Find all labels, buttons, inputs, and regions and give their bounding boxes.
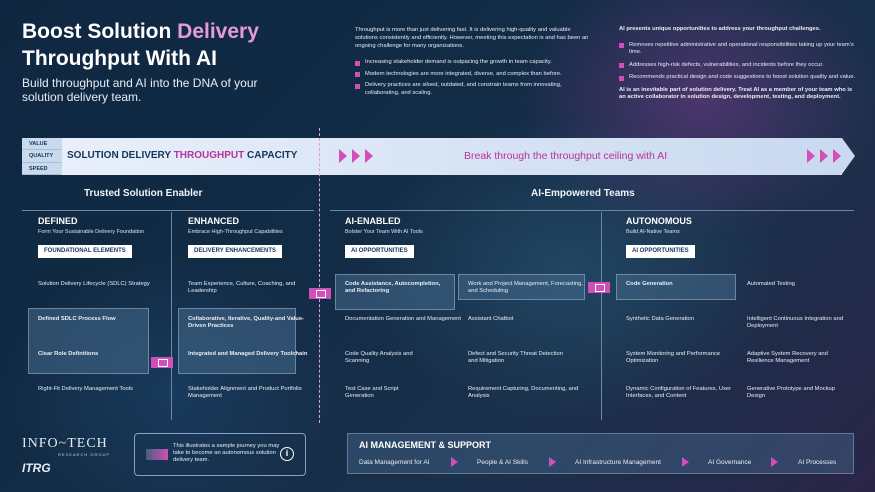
list-item: Stakeholder Alignment and Product Portfo… — [188, 386, 302, 399]
mgmt-item: Data Management for AI — [359, 459, 430, 466]
chevron-right-icon — [365, 149, 373, 163]
note-text: This illustrates a sample journey you ma… — [173, 443, 280, 463]
column-subtitle: Form Your Sustainable Delivery Foundatio… — [38, 229, 145, 235]
column-subtitle: Build AI-Native Teams — [626, 229, 680, 235]
chevron-right-icon — [771, 457, 778, 467]
list-item: Generative Prototype and Mockup Design — [747, 386, 835, 399]
arrow-icon — [146, 449, 168, 460]
highlight-box — [178, 308, 296, 374]
band-title: SOLUTION DELIVERY THROUGHPUT CAPACITY — [67, 150, 298, 161]
list-item: Recommends practical design and code sug… — [619, 74, 859, 82]
challenge-list: Increasing stakeholder demand is outpaci… — [355, 59, 590, 101]
band-label-value: VALUE — [22, 138, 62, 151]
page-subtitle: Build throughput and AI into the DNA of … — [22, 76, 258, 104]
section-heading-left: Trusted Solution Enabler — [84, 188, 203, 199]
list-item: Delivery practices are siloed, outdated,… — [355, 82, 590, 97]
band-label-speed: SPEED — [22, 162, 62, 175]
list-item: Code Generation — [626, 281, 673, 287]
list-item: Defined SDLC Process Flow — [38, 316, 116, 322]
ai-closing: AI is an inevitable part of solution del… — [619, 86, 853, 101]
list-item: Code Quality Analysis and Scanning — [345, 351, 413, 364]
highlight-box — [616, 274, 736, 300]
list-item: Assistant Chatbot — [468, 316, 514, 322]
info-icon[interactable]: i — [280, 447, 294, 461]
band-right-text: Break through the throughput ceiling wit… — [464, 150, 668, 162]
divider — [330, 210, 854, 211]
column-pill: AI OPPORTUNITIES — [345, 245, 414, 258]
mgmt-item: AI Infrastructure Management — [575, 459, 661, 466]
column-pill: AI OPPORTUNITIES — [626, 245, 695, 258]
column-title-defined: DEFINED — [38, 216, 78, 226]
list-item: Right-Fit Delivery Management Tools — [38, 386, 133, 392]
ai-management-title: AI MANAGEMENT & SUPPORT — [359, 440, 492, 450]
band-arrow-tip — [842, 138, 855, 174]
column-title-enhanced: ENHANCED — [188, 216, 240, 226]
list-item: Defect and Security Threat Detection and… — [468, 351, 563, 364]
mgmt-item: AI Processes — [798, 459, 837, 466]
ai-management-panel — [347, 433, 854, 474]
section-heading-right: AI-Empowered Teams — [531, 188, 635, 199]
list-item: Work and Project Management, Forecasting… — [468, 281, 583, 294]
list-item: Collaborative, Iterative, Quality-and Va… — [188, 316, 304, 329]
highlight-box — [458, 274, 585, 300]
page-title: Boost Solution Delivery Throughput With … — [22, 20, 259, 70]
arrow-icon — [151, 357, 173, 368]
band-label-quality: QUALITY — [22, 150, 62, 163]
note-box — [134, 433, 306, 476]
divider — [22, 210, 314, 211]
highlight-box — [335, 274, 455, 310]
chevron-right-icon — [807, 149, 815, 163]
chevron-right-icon — [820, 149, 828, 163]
list-item: Test Case and Script Generation — [345, 386, 399, 399]
ai-points-list: Removes repetitive administrative and op… — [619, 42, 859, 82]
info-tech-logo-sub: RESEARCH GROUP — [58, 452, 111, 457]
ai-opportunities-panel: AI presents unique opportunities to addr… — [619, 26, 859, 102]
chevron-right-icon — [682, 457, 689, 467]
divider — [601, 212, 602, 420]
list-item: Synthetic Data Generation — [626, 316, 694, 322]
list-item: Intelligent Continuous Integration and D… — [747, 316, 844, 329]
mgmt-item: AI Governance — [708, 459, 752, 466]
list-item: System Monitoring and Performance Optimi… — [626, 351, 721, 364]
ai-lead: AI presents unique opportunities to addr… — [619, 26, 821, 32]
list-item: Clear Role Definitions — [38, 351, 99, 357]
list-item: Modern technologies are more integrated,… — [355, 71, 590, 79]
chevron-right-icon — [352, 149, 360, 163]
arrow-icon — [588, 282, 610, 293]
column-subtitle: Embrace High-Throughput Capabilities — [188, 229, 283, 235]
itrg-logo: ITRG — [22, 461, 51, 475]
capacity-band — [62, 138, 842, 175]
chevron-right-icon — [833, 149, 841, 163]
divider-dashed — [319, 128, 320, 423]
mgmt-item: People & AI Skills — [477, 459, 528, 466]
list-item: Team Experience, Culture, Coaching, and … — [188, 281, 296, 294]
list-item: Increasing stakeholder demand is outpaci… — [355, 59, 590, 67]
list-item: Removes repetitive administrative and op… — [619, 42, 859, 57]
highlight-box — [28, 308, 149, 374]
arrow-icon — [309, 288, 331, 299]
list-item: Automated Testing — [747, 281, 795, 287]
list-item: Requirement Capturing, Documenting, and … — [468, 386, 579, 399]
list-item: Dynamic Configuration of Features, User … — [626, 386, 732, 399]
list-item: Addresses high-risk defects, vulnerabili… — [619, 62, 859, 70]
intro-text: Throughput is more than just delivering … — [355, 27, 589, 49]
column-title-autonomous: AUTONOMOUS — [626, 216, 692, 226]
list-item: Integrated and Managed Delivery Toolchai… — [188, 351, 308, 357]
column-pill: FOUNDATIONAL ELEMENTS — [38, 245, 132, 258]
list-item: Adaptive System Recovery and Resilience … — [747, 351, 828, 364]
column-pill: DELIVERY ENHANCEMENTS — [188, 245, 283, 258]
list-item: Documentation Generation and Management — [345, 316, 462, 322]
chevron-right-icon — [339, 149, 347, 163]
chevron-right-icon — [451, 457, 458, 467]
chevron-right-icon — [549, 457, 556, 467]
info-tech-logo: INFO~TECH — [22, 436, 108, 451]
column-title-ai-enabled: AI-ENABLED — [345, 216, 401, 226]
list-item: Code Assistance, Autocompletion, and Ref… — [345, 281, 441, 294]
divider — [171, 212, 172, 420]
column-subtitle: Bolster Your Team With AI Tools — [345, 229, 423, 235]
band-labels: VALUE QUALITY SPEED — [22, 138, 62, 175]
list-item: Solution Delivery Lifecycle (SDLC) Strat… — [38, 281, 150, 287]
